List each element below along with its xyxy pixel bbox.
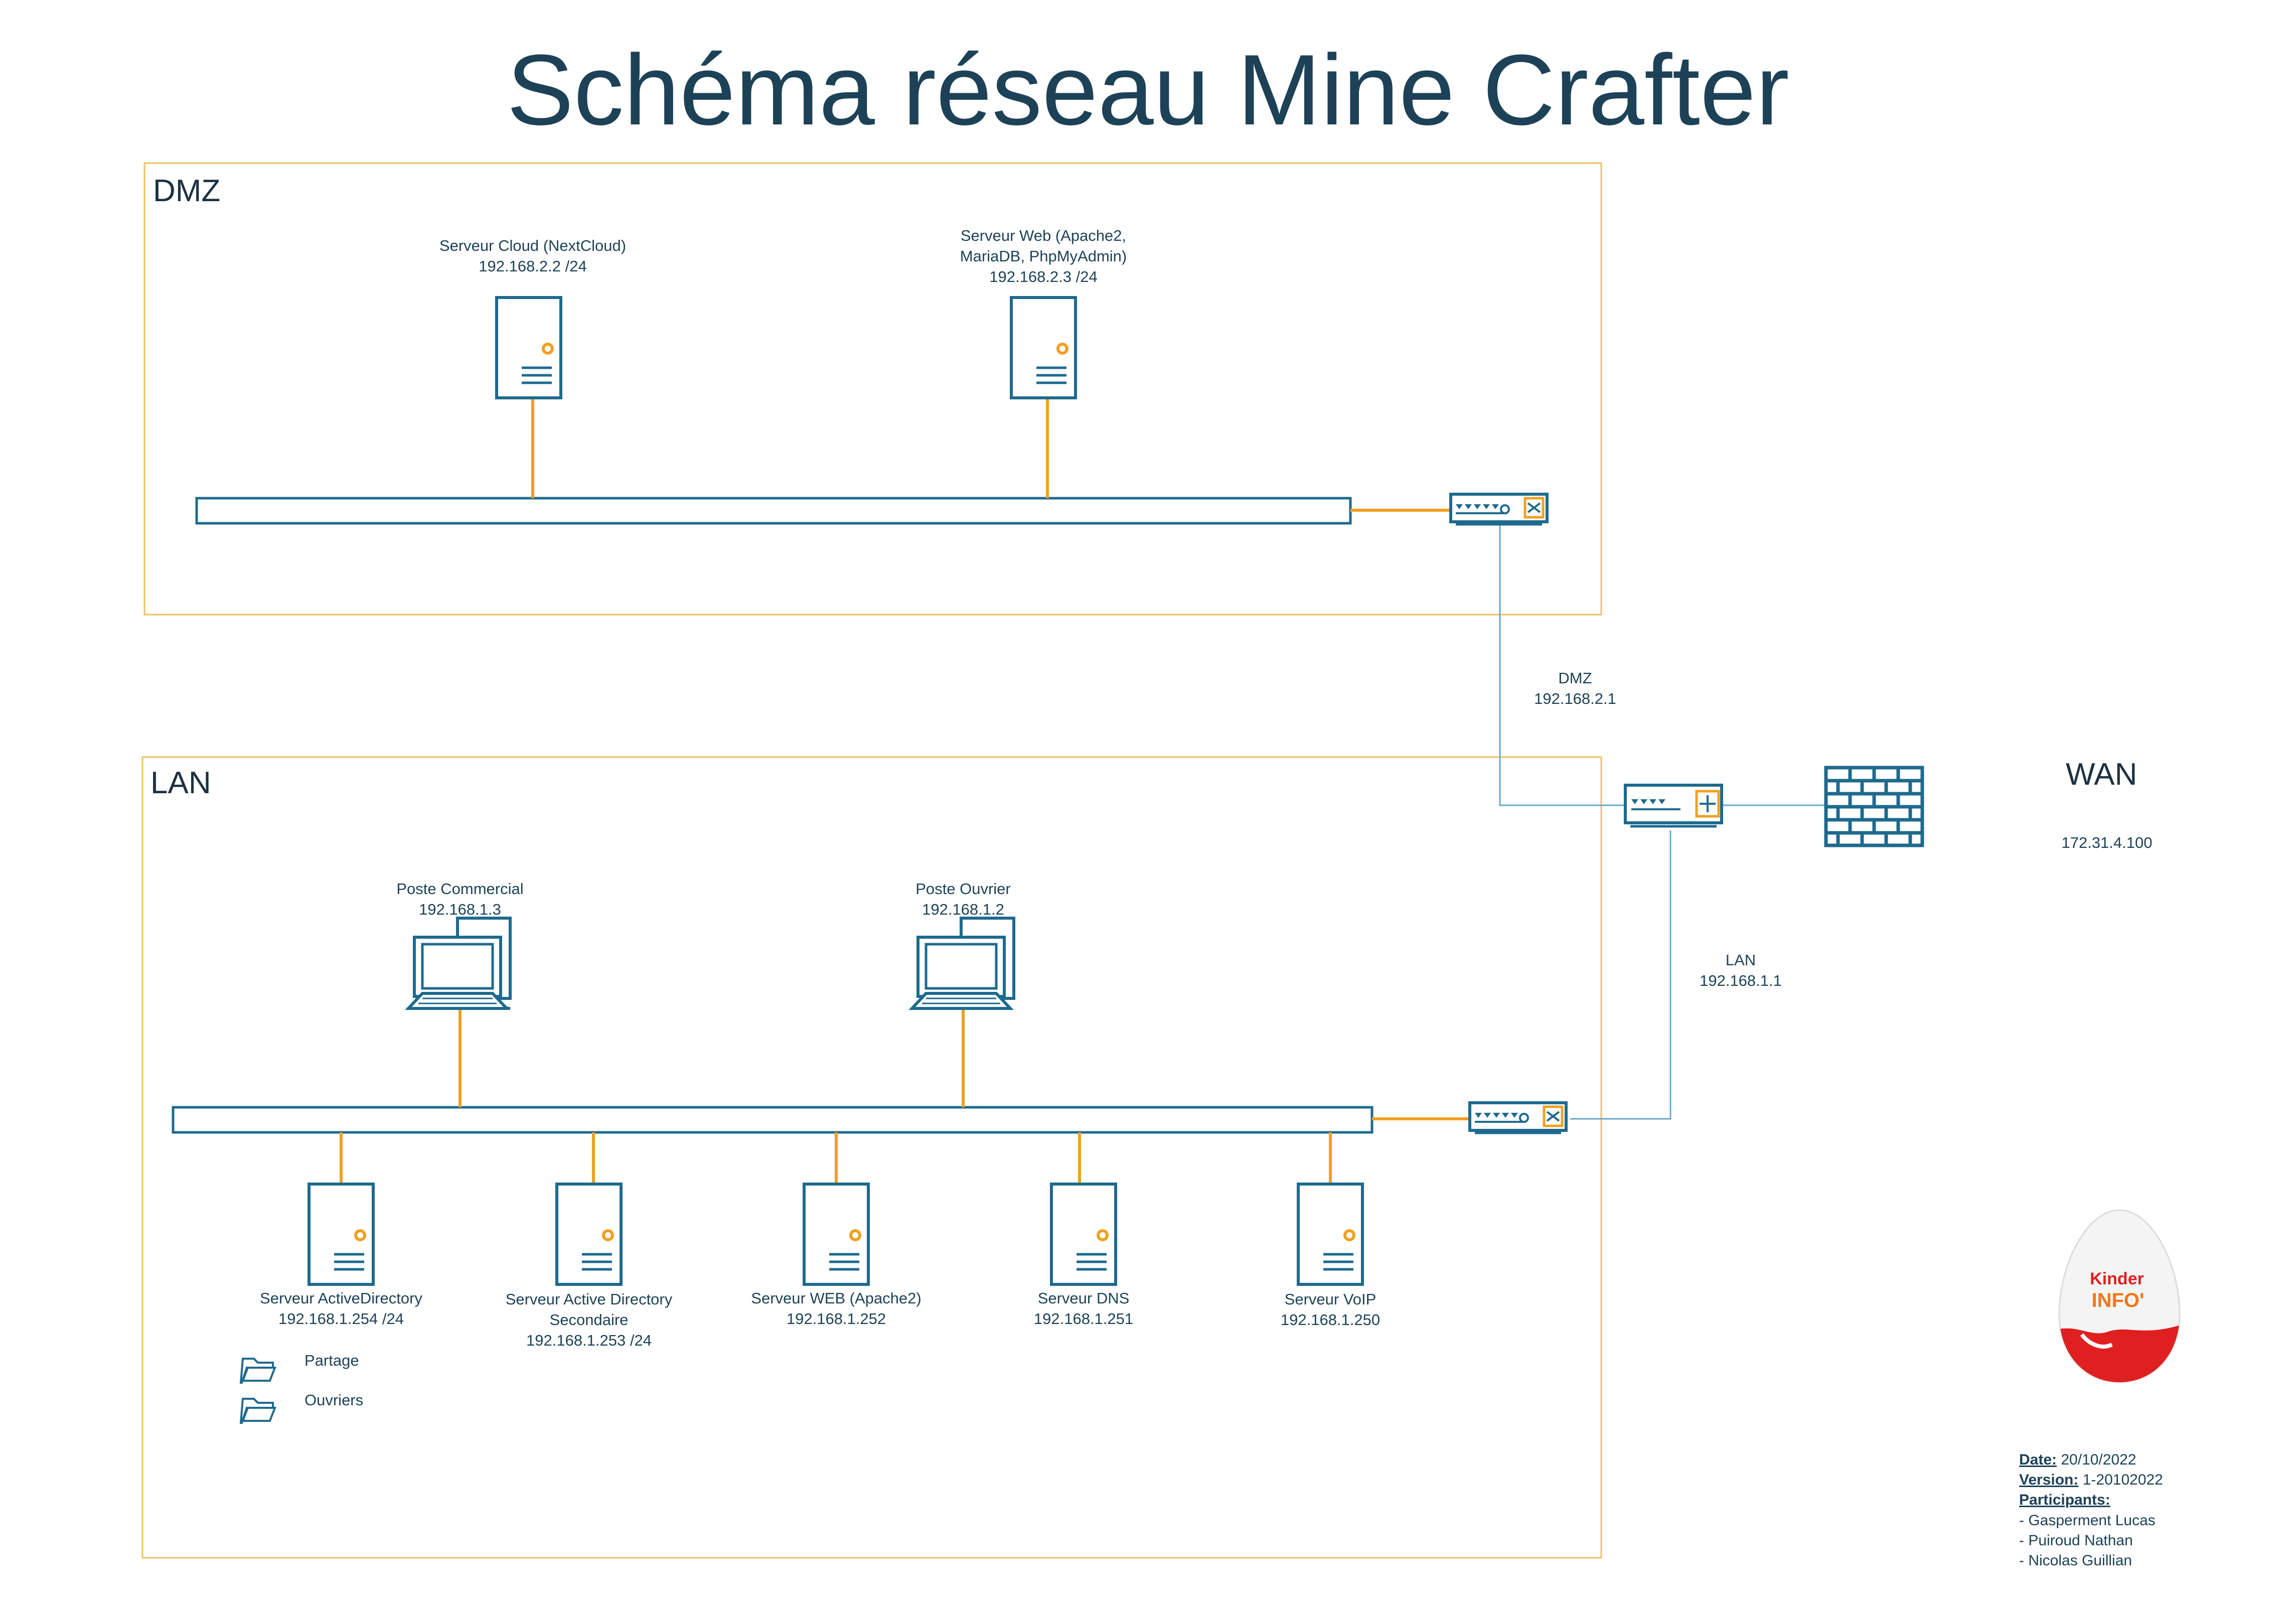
date-label: Date:: [2019, 1451, 2057, 1468]
dmz-bus: [195, 497, 1352, 525]
server-icon: [1050, 1183, 1117, 1286]
switch-icon: [1468, 1101, 1568, 1134]
document-metadata: Date: 20/10/2022 Version: 1-20102022 Par…: [2019, 1450, 2163, 1571]
logo-text-bottom: INFO': [2091, 1289, 2144, 1311]
folder-label-partage: Partage: [304, 1352, 359, 1369]
lan-zone-frame: [141, 756, 1602, 1559]
participants-label: Participants:: [2019, 1492, 2110, 1509]
server-label: Serveur Cloud (NextCloud)192.168.2.2 /24: [439, 237, 627, 275]
link-router-lan-switch: [1570, 830, 1671, 1120]
server-icon: [1297, 1183, 1364, 1286]
server-icon: [555, 1183, 623, 1286]
participant: - Nicolas Guillian: [2019, 1552, 2132, 1569]
page-title: Schéma réseau Mine Crafter: [507, 34, 1789, 146]
version-value: 1-20102022: [2082, 1472, 2163, 1489]
kinder-info-logo: Kinder INFO': [2058, 1209, 2181, 1383]
wan-zone-label: WAN: [2066, 757, 2137, 792]
workstation-icon: [908, 917, 1015, 1010]
link-dmz-switch-router: [1499, 524, 1625, 806]
dmz-zone-label: DMZ: [153, 174, 221, 208]
server-label: Serveur WEB (Apache2)192.168.1.252: [751, 1289, 922, 1328]
dmz-zone-frame: [143, 162, 1602, 616]
firewall-icon: [1824, 766, 1924, 847]
logo-text-top: Kinder: [2090, 1269, 2144, 1288]
server-label: Serveur Web (Apache2,MariaDB, PhpMyAdmin…: [960, 227, 1127, 285]
server-icon: [495, 296, 562, 399]
wan-ip-label: 172.31.4.100: [2061, 834, 2153, 851]
router-icon: [1624, 784, 1723, 828]
lan-bus: [172, 1106, 1373, 1134]
server-icon: [803, 1183, 870, 1286]
folder-icon: [239, 1358, 276, 1384]
participant: - Puiroud Nathan: [2019, 1532, 2133, 1549]
date-value: 20/10/2022: [2061, 1451, 2136, 1468]
participant: - Gasperment Lucas: [2019, 1512, 2156, 1529]
server-icon: [308, 1183, 375, 1286]
version-label: Version:: [2019, 1472, 2079, 1489]
switch-icon: [1449, 493, 1549, 526]
server-icon: [1010, 296, 1077, 399]
lan-zone-label: LAN: [150, 766, 211, 800]
workstation-icon: [405, 917, 512, 1010]
folder-label-ouvriers: Ouvriers: [304, 1391, 364, 1409]
folder-icon: [239, 1398, 276, 1424]
